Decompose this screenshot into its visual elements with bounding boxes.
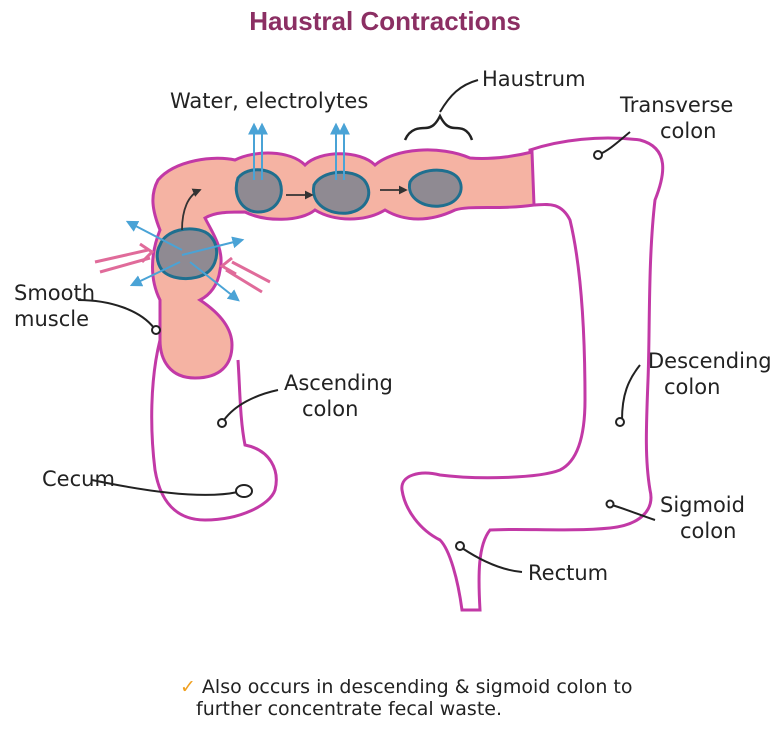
- label-transverse-1: Transverse: [619, 93, 733, 117]
- label-ascending-2: colon: [302, 397, 358, 421]
- check-icon: ✓: [180, 676, 196, 698]
- haustrum-leader: [440, 80, 478, 112]
- fecal-mass-3: [313, 172, 368, 213]
- label-water: Water, electrolytes: [170, 89, 368, 113]
- label-sigmoid-1: Sigmoid: [660, 493, 745, 517]
- fecal-mass-4: [409, 170, 461, 206]
- diagram-title: Haustral Contractions: [0, 6, 770, 37]
- label-haustrum: Haustrum: [482, 67, 586, 91]
- label-sigmoid-2: colon: [680, 519, 736, 543]
- footnote-line-1: Also occurs in descending & sigmoid colo…: [202, 676, 633, 698]
- label-ascending-1: Ascending: [284, 371, 393, 395]
- label-transverse-2: colon: [660, 119, 716, 143]
- label-cecum: Cecum: [42, 467, 115, 491]
- label-smooth-1: Smooth: [14, 281, 95, 305]
- label-descending-1: Descending: [648, 349, 770, 373]
- label-rectum: Rectum: [528, 561, 608, 585]
- footnote-line-2: further concentrate fecal waste.: [180, 698, 700, 720]
- label-smooth-2: muscle: [14, 307, 89, 331]
- label-descending-2: colon: [664, 375, 720, 399]
- haustrum-brace: [405, 116, 472, 140]
- fecal-mass-2: [236, 170, 281, 212]
- footnote: ✓ Also occurs in descending & sigmoid col…: [180, 676, 700, 720]
